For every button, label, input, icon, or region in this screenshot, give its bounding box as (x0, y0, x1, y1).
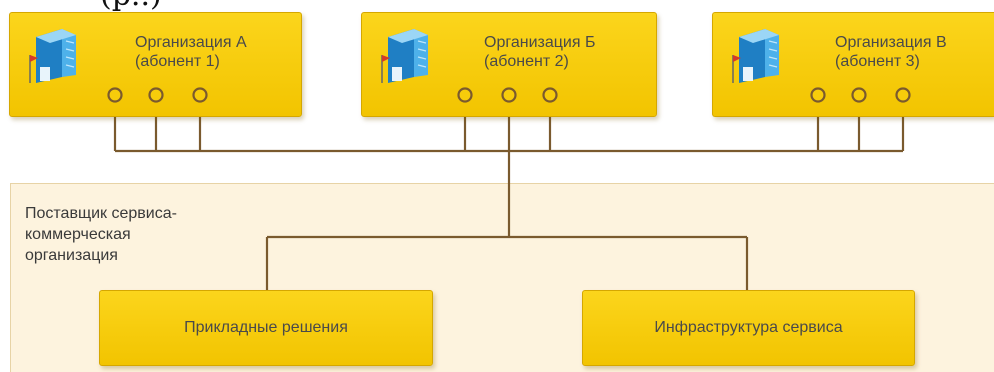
connector-ring (810, 87, 826, 103)
organization-subscriber: (абонент 3) (835, 53, 920, 70)
connector-ring (148, 87, 164, 103)
connector-ring (542, 87, 558, 103)
service-infrastructure-box: Инфраструктура сервиса (582, 290, 915, 366)
service-provider-label: Поставщик сервиса- коммерческая организа… (25, 205, 177, 264)
building-icon (29, 29, 76, 83)
organization-subscriber: (абонент 2) (484, 53, 569, 70)
connector-ring (851, 87, 867, 103)
connector-ring (457, 87, 473, 103)
organization-name: Организация А (135, 34, 247, 51)
cropped-top-text: (р..) (100, 0, 162, 13)
connector-ring (501, 87, 517, 103)
applied-solutions-box: Прикладные решения (99, 290, 433, 366)
organization-subscriber: (абонент 1) (135, 53, 220, 70)
building-icon (732, 29, 779, 83)
organization-a-box: Организация А (абонент 1) (9, 12, 302, 117)
connector-ring (895, 87, 911, 103)
building-icon (381, 29, 428, 83)
organization-name: Организация Б (484, 34, 596, 51)
organization-name: Организация В (835, 34, 947, 51)
connector-ring (107, 87, 123, 103)
connector-ring (192, 87, 208, 103)
